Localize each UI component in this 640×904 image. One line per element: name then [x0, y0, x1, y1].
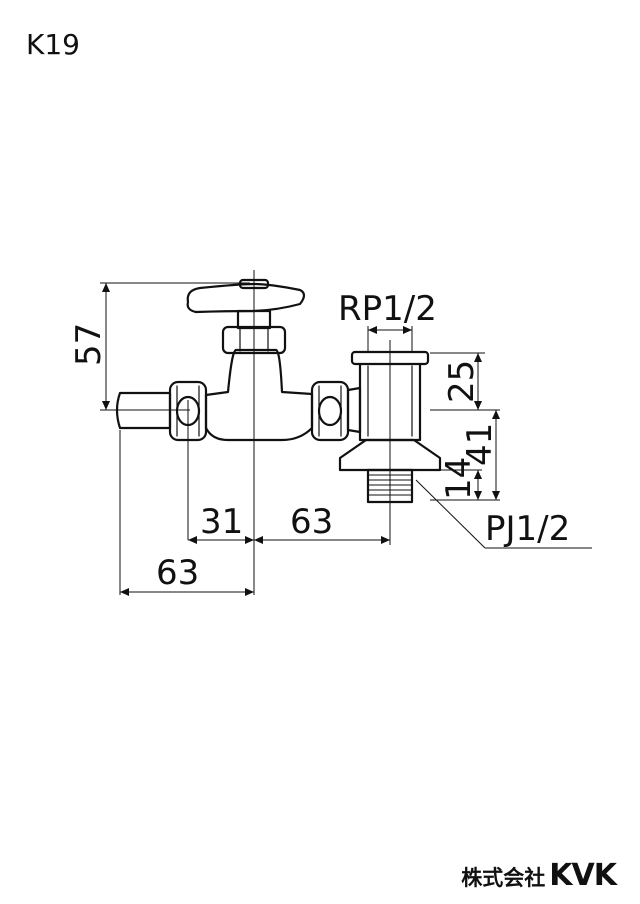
dim-41: 41 [460, 423, 500, 466]
dimension-lines [100, 270, 592, 595]
dim-31: 31 [200, 502, 243, 542]
kvk-logo: KVK [549, 858, 617, 893]
pj-label: PJ1/2 [485, 509, 570, 549]
company-name: 株式会社 [461, 866, 546, 890]
dim-25: 25 [442, 360, 482, 403]
arrowheads [102, 283, 500, 596]
model-number: K19 [26, 28, 80, 61]
dim-14: 14 [439, 457, 479, 500]
dim-63-right: 63 [290, 502, 333, 542]
brand-logo: 株式会社 KVK [461, 858, 617, 893]
dim-63-left: 63 [156, 553, 199, 593]
dim-57: 57 [69, 323, 109, 366]
rp-label: RP1/2 [338, 289, 437, 329]
